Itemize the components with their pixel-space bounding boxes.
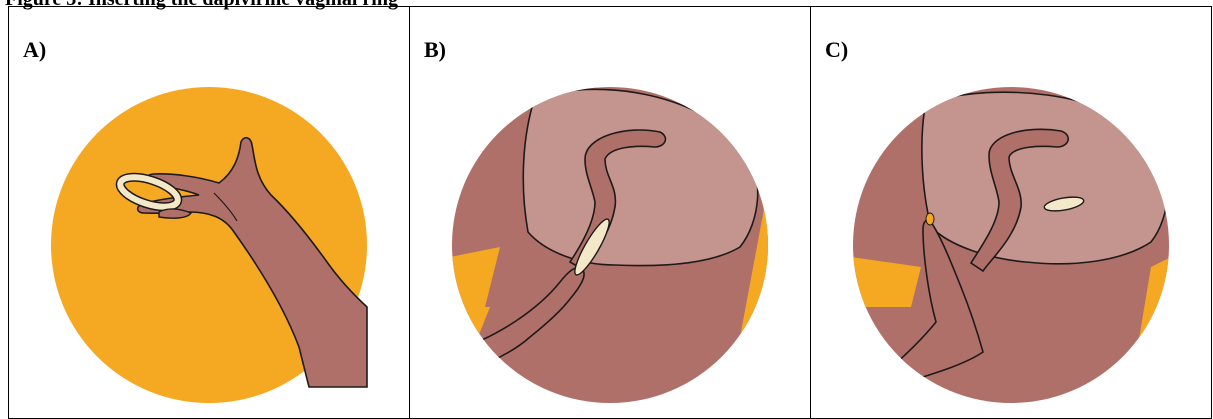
panel-b: B) <box>410 7 811 419</box>
ring-in-place-cross-section-illustration <box>811 7 1211 418</box>
figure-table: A) B) <box>8 6 1212 419</box>
ring-insertion-cross-section-illustration <box>410 7 810 418</box>
panel-c: C) <box>811 7 1212 419</box>
panel-a: A) <box>9 7 410 419</box>
hand-holding-ring-illustration <box>9 7 409 418</box>
